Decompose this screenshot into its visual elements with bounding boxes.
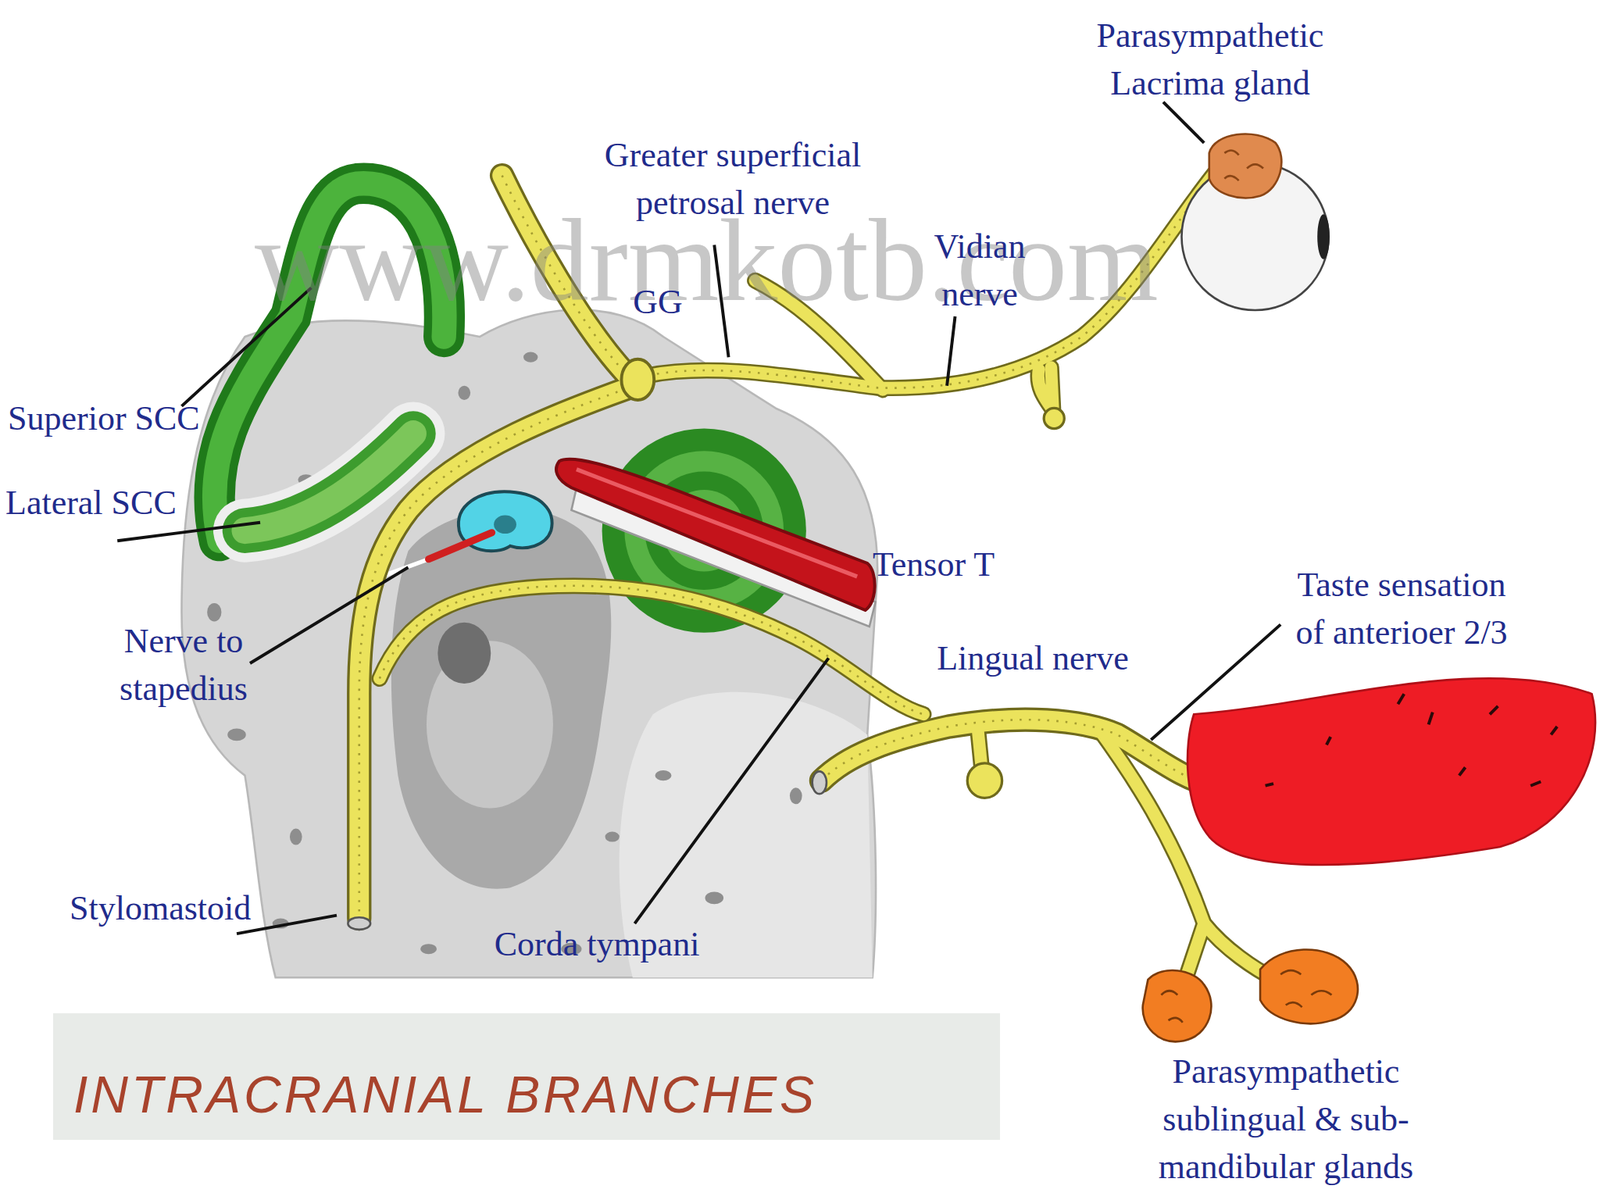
leader-line bbox=[250, 567, 408, 664]
nerve-label: Vidian nerve bbox=[913, 222, 1047, 318]
geniculate-ganglion bbox=[621, 359, 654, 400]
foramen-label: Stylomastoid bbox=[69, 884, 304, 933]
stapes-footplate bbox=[493, 515, 517, 535]
nerve-label: Lingual nerve bbox=[892, 634, 1174, 683]
round-window bbox=[437, 622, 491, 684]
nerve-texture bbox=[379, 585, 924, 715]
leader-line bbox=[236, 915, 337, 935]
nerve bbox=[379, 585, 924, 715]
middle-ear-cavity bbox=[391, 508, 611, 890]
muscle-highlight bbox=[576, 469, 858, 577]
nerve-outline bbox=[1038, 367, 1054, 411]
tongue-texture bbox=[1265, 693, 1558, 786]
leader-line bbox=[1150, 624, 1281, 740]
pterygopalatine-ganglion bbox=[1043, 407, 1065, 429]
leader-lines bbox=[117, 102, 1281, 934]
leader-line bbox=[946, 316, 955, 386]
bone-pit bbox=[420, 943, 437, 954]
bone-pit bbox=[227, 728, 247, 742]
ganglion-label: GG bbox=[610, 278, 705, 326]
nerve-texture bbox=[359, 385, 636, 919]
bone-pit bbox=[523, 352, 538, 363]
nerve-outline bbox=[977, 726, 982, 768]
nerve-cut-end bbox=[812, 771, 827, 794]
anatomy-drawing bbox=[117, 102, 1596, 1043]
nerve-label: Greater superficial petrosal nerve bbox=[592, 131, 874, 227]
function-label: Taste sensation of anterioer 2/3 bbox=[1286, 560, 1518, 657]
nerve-cut-end bbox=[347, 917, 371, 930]
gland-texture bbox=[1224, 150, 1264, 182]
lateral-scc-lumen bbox=[244, 433, 414, 531]
gland-label: Parasympathetic sublingual & sub-mandibu… bbox=[1153, 1047, 1419, 1191]
lacrimal-gland bbox=[1209, 133, 1283, 198]
leader-line bbox=[117, 522, 261, 542]
temporal-bone bbox=[181, 310, 878, 979]
bone-pit bbox=[789, 787, 803, 804]
bone-pit bbox=[457, 385, 471, 400]
nerve-texture bbox=[821, 719, 1215, 786]
gland-label: Parasympathetic Lacrima gland bbox=[1081, 11, 1340, 108]
bone-pit bbox=[207, 603, 222, 622]
title-band bbox=[53, 1013, 1000, 1140]
nerve-outline bbox=[821, 719, 1215, 786]
bone-pit bbox=[655, 770, 672, 781]
submandibular-gland bbox=[1260, 949, 1358, 1024]
nerve bbox=[977, 726, 982, 768]
submandibular-ganglion bbox=[967, 763, 1002, 798]
sublingual-gland bbox=[1142, 970, 1212, 1042]
canal-label: Lateral SCC bbox=[5, 478, 240, 527]
nerve-label: Corda tympani bbox=[456, 920, 738, 968]
tongue bbox=[1187, 678, 1596, 865]
leader-line bbox=[1163, 102, 1204, 143]
nerve-label: Nerve to stapedius bbox=[105, 617, 262, 713]
nerve-outline bbox=[379, 585, 924, 715]
stapedius-muscle bbox=[428, 532, 493, 560]
slide-title: INTRACRANIAL BRANCHES bbox=[73, 1063, 818, 1126]
gland-texture bbox=[1160, 970, 1332, 1023]
lateral-scc bbox=[244, 433, 414, 531]
lateral-scc-bone bbox=[244, 433, 414, 531]
bone-pit bbox=[289, 828, 303, 846]
nerve bbox=[1038, 367, 1054, 411]
cornea bbox=[1317, 214, 1330, 259]
muscle-label: Tensor T bbox=[872, 540, 1068, 589]
leader-line bbox=[634, 657, 829, 924]
bone-pit bbox=[705, 892, 725, 905]
canal-label: Superior SCC bbox=[7, 394, 243, 443]
nerve bbox=[821, 719, 1215, 786]
bone-pit bbox=[605, 831, 620, 842]
